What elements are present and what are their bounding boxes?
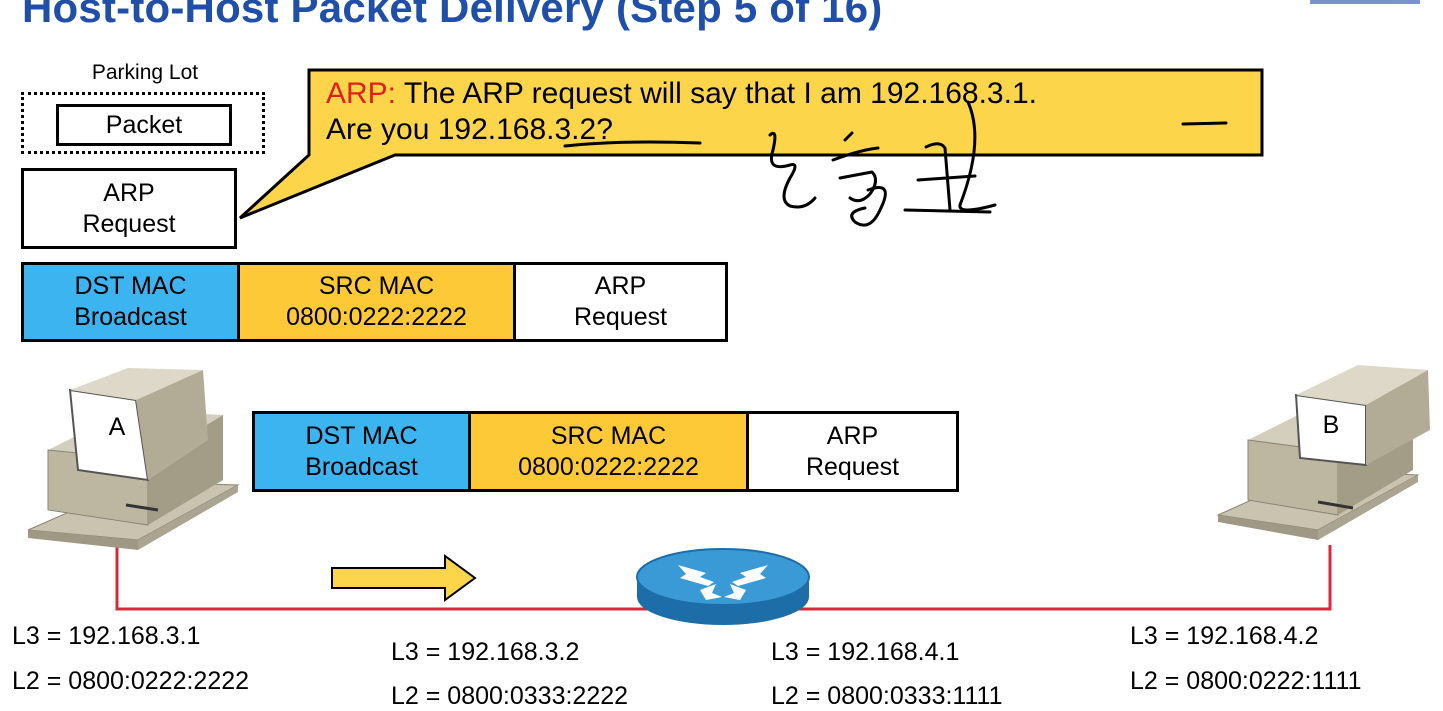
payload-line2: Request (805, 452, 900, 481)
src-mac-field: SRC MAC 0800:0222:2222 (240, 265, 516, 339)
parking-lot-area (21, 92, 265, 154)
ethernet-frame-top: DST MAC Broadcast SRC MAC 0800:0222:2222… (21, 262, 728, 342)
dst-mac-title: DST MAC (74, 272, 187, 300)
dst-mac-field: DST MAC Broadcast (24, 265, 240, 339)
src-mac-field: SRC MAC 0800:0222:2222 (471, 414, 749, 489)
dst-mac-title: DST MAC (305, 421, 418, 450)
src-mac-value: 0800:0222:2222 (518, 452, 699, 481)
arp-request-line1: ARP (103, 178, 155, 207)
callout-keyword: ARP: (326, 77, 397, 110)
callout-text: ARP: The ARP request will say that I am … (326, 76, 1037, 148)
host-b-l2: L2 = 0800:0222:1111 (1130, 667, 1362, 695)
payload-field: ARP Request (516, 265, 725, 339)
arp-request-line2: Request (82, 209, 176, 238)
computer-icon (27, 368, 240, 550)
payload-line2: Request (573, 303, 668, 331)
dst-mac-value: Broadcast (74, 303, 187, 331)
payload-line1: ARP (594, 272, 647, 300)
callout-balloon (238, 68, 1264, 220)
payload-field: ARP Request (749, 414, 956, 489)
src-mac-title: SRC MAC (550, 421, 667, 450)
packet-box: Packet (56, 104, 232, 146)
packet-label: Packet (105, 110, 183, 139)
ethernet-frame-wire: DST MAC Broadcast SRC MAC 0800:0222:2222… (252, 411, 959, 492)
arp-request-box: ARP Request (21, 168, 237, 249)
dst-mac-value: Broadcast (305, 452, 418, 481)
src-mac-value: 0800:0222:2222 (286, 303, 467, 331)
host-b-l3: L3 = 192.168.4.2 (1130, 622, 1319, 650)
callout-line2: Are you 192.168.3.2? (326, 113, 613, 146)
router-icon (636, 548, 810, 625)
callout-line1-text: The ARP request will say that I am 192.1… (396, 77, 1037, 110)
host-b-label: B (1323, 411, 1340, 439)
router-left-l3: L3 = 192.168.3.2 (391, 638, 580, 666)
host-a-l3: L3 = 192.168.3.1 (12, 622, 201, 650)
handwriting-annotation (563, 100, 1228, 227)
dst-mac-field: DST MAC Broadcast (255, 414, 471, 489)
router-right-l3: L3 = 192.168.4.1 (771, 638, 960, 666)
computer-icon (1216, 365, 1430, 540)
parking-lot-label: Parking Lot (91, 61, 199, 84)
src-mac-title: SRC MAC (318, 272, 435, 300)
callout-line1: ARP: The ARP request will say that I am … (326, 76, 1037, 112)
slide-title: Host-to-Host Packet Delivery (Step 5 of … (22, 0, 883, 31)
host-a-label: A (109, 413, 126, 441)
corner-logo-fragment (1310, 0, 1420, 4)
host-a-l2: L2 = 0800:0222:2222 (12, 667, 250, 695)
direction-arrow-icon (331, 554, 477, 602)
payload-line1: ARP (826, 421, 879, 450)
